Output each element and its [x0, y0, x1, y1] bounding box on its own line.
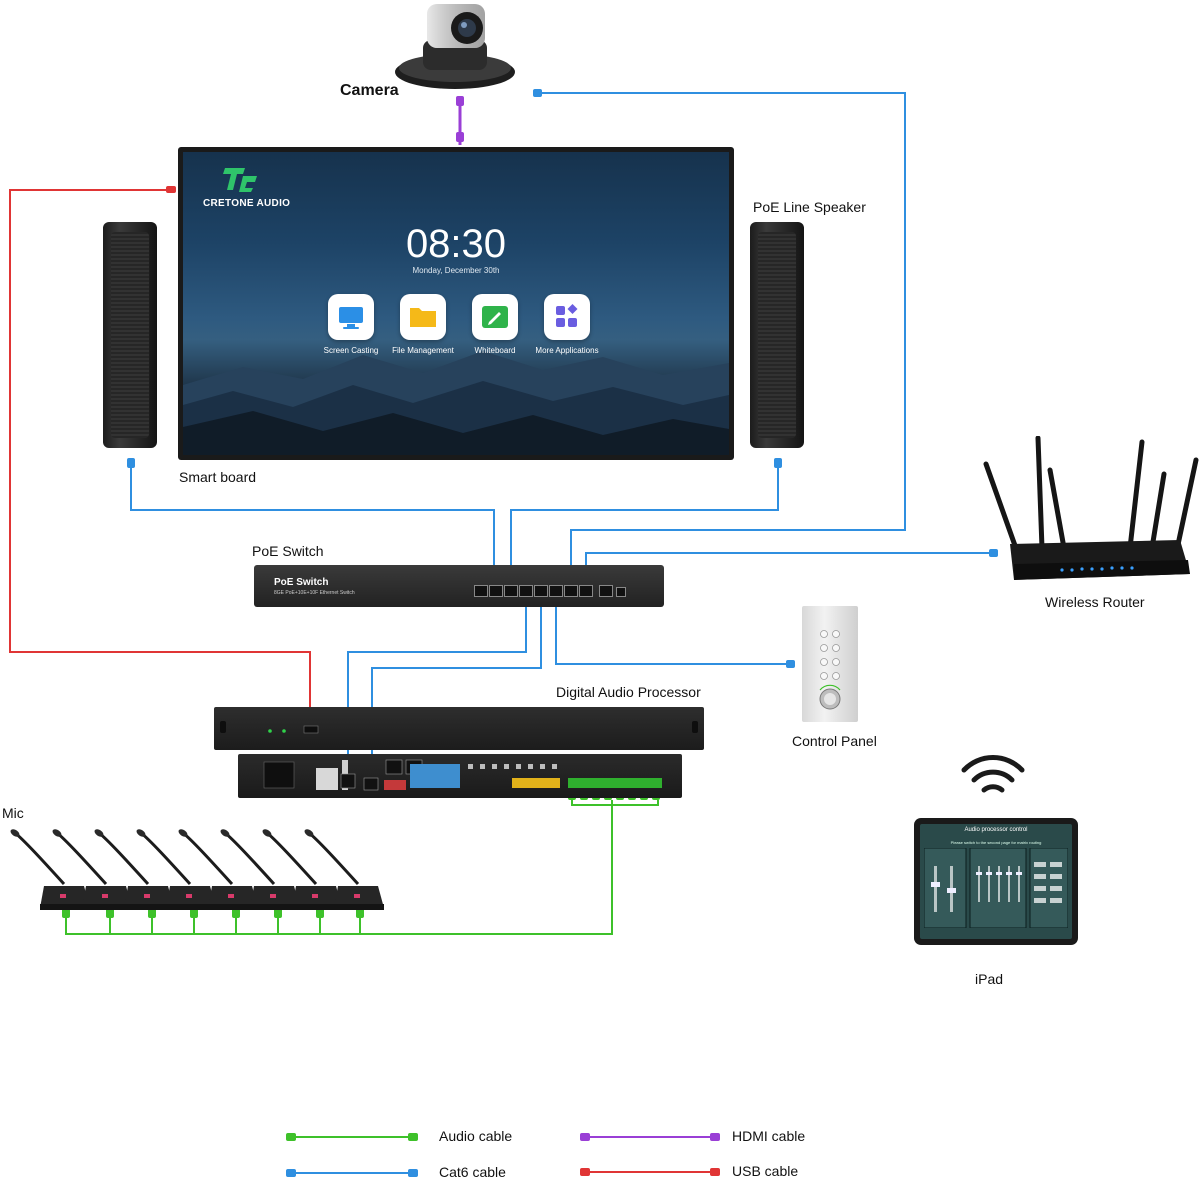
smart-board-screen: CRETONE AUDIO 08:30 Monday, December 30t…	[183, 152, 729, 455]
right-line-speaker	[750, 222, 804, 448]
control-panel-device	[802, 606, 858, 722]
cat6-cable-right-speaker	[510, 462, 779, 585]
ipad-screen: Audio processor control Please switch to…	[920, 824, 1072, 939]
switch-port	[534, 585, 548, 597]
switch-port	[564, 585, 578, 597]
usb-cable-board-processor	[9, 189, 311, 712]
speaker-label: PoE Line Speaker	[753, 199, 866, 215]
control-panel-label: Control Panel	[792, 733, 877, 749]
wifi-icon	[961, 755, 1025, 793]
switch-subtitle: 8GE PoE+10E+10F Ethernet Switch	[274, 590, 355, 596]
switch-port	[504, 585, 518, 597]
switch-port	[599, 585, 613, 597]
smart-board-label: Smart board	[179, 469, 257, 485]
app-label: More Applications	[535, 346, 599, 355]
switch-port	[474, 585, 488, 597]
monitor-icon	[328, 294, 374, 340]
ipad-device: Audio processor control Please switch to…	[914, 818, 1078, 945]
app-label: File Management	[392, 346, 454, 355]
cretone-logo-icon	[223, 168, 257, 192]
cat6-cable-camera-switch	[540, 92, 906, 585]
app-screen-casting[interactable]: Screen Casting	[315, 294, 387, 355]
app-whiteboard[interactable]: Whiteboard	[459, 294, 531, 355]
camera-device	[395, 4, 515, 89]
audio-cable-mics	[65, 800, 613, 935]
legend-cat6-label: Cat6 cable	[439, 1164, 506, 1180]
mountain-landscape	[183, 351, 729, 455]
legend-usb-label: USB cable	[732, 1163, 799, 1179]
legend-audio-label: Audio cable	[439, 1128, 513, 1144]
whiteboard-pen-icon	[472, 294, 518, 340]
ipad-label: iPad	[975, 971, 1004, 987]
switch-port	[549, 585, 563, 597]
legend-cables	[286, 1133, 720, 1177]
wireless-router-device	[983, 436, 1199, 580]
poe-switch-label: PoE Switch	[252, 543, 324, 559]
smart-board: CRETONE AUDIO 08:30 Monday, December 30t…	[178, 147, 734, 460]
ipad-app-subtitle: Please switch to the second page for mat…	[950, 840, 1042, 845]
audio-cable-mic-drops	[109, 915, 361, 934]
audio-cable-bus	[571, 800, 659, 806]
clock-date: Monday, December 30th	[412, 266, 500, 275]
processor-front-panel	[214, 707, 704, 750]
app-more-applications[interactable]: More Applications	[531, 294, 603, 355]
cat6-cable-control-panel	[555, 596, 790, 665]
app-label: Whiteboard	[474, 346, 516, 355]
brand-name: CRETONE AUDIO	[203, 198, 291, 209]
left-line-speaker	[103, 222, 157, 448]
processor-back-panel	[238, 754, 682, 798]
cat6-connectors	[127, 89, 998, 668]
app-file-management[interactable]: File Management	[387, 294, 459, 355]
legend-usb-cable-swatch	[580, 1168, 720, 1176]
clock-time: 08:30	[405, 222, 507, 266]
ipad-app-title: Audio processor control	[964, 827, 1028, 833]
hdmi-connectors	[456, 96, 464, 142]
cat6-cable-processor-1	[347, 596, 527, 760]
mic-label: Mic	[2, 805, 24, 821]
microphone-array	[7, 828, 386, 912]
apps-grid-icon	[544, 294, 590, 340]
legend-hdmi-cable-swatch	[580, 1133, 720, 1141]
app-label: Screen Casting	[323, 346, 379, 355]
ipad-mixer-panels	[924, 848, 1068, 928]
legend-hdmi-label: HDMI cable	[732, 1128, 806, 1144]
switch-title: PoE Switch	[274, 577, 329, 588]
poe-switch-device: PoE Switch 8GE PoE+10E+10F Ethernet Swit…	[254, 565, 664, 607]
cat6-cable-left-speaker	[130, 462, 495, 585]
folder-icon	[400, 294, 446, 340]
sfp-port	[616, 587, 626, 597]
legend-audio-cable-swatch	[286, 1133, 418, 1141]
processor-label: Digital Audio Processor	[556, 684, 701, 700]
legend-cat6-cable-swatch	[286, 1169, 418, 1177]
router-label: Wireless Router	[1045, 594, 1145, 610]
microphone-icon	[7, 828, 92, 912]
switch-port	[579, 585, 593, 597]
switch-port	[519, 585, 533, 597]
switch-port	[489, 585, 503, 597]
camera-label: Camera	[340, 82, 399, 99]
